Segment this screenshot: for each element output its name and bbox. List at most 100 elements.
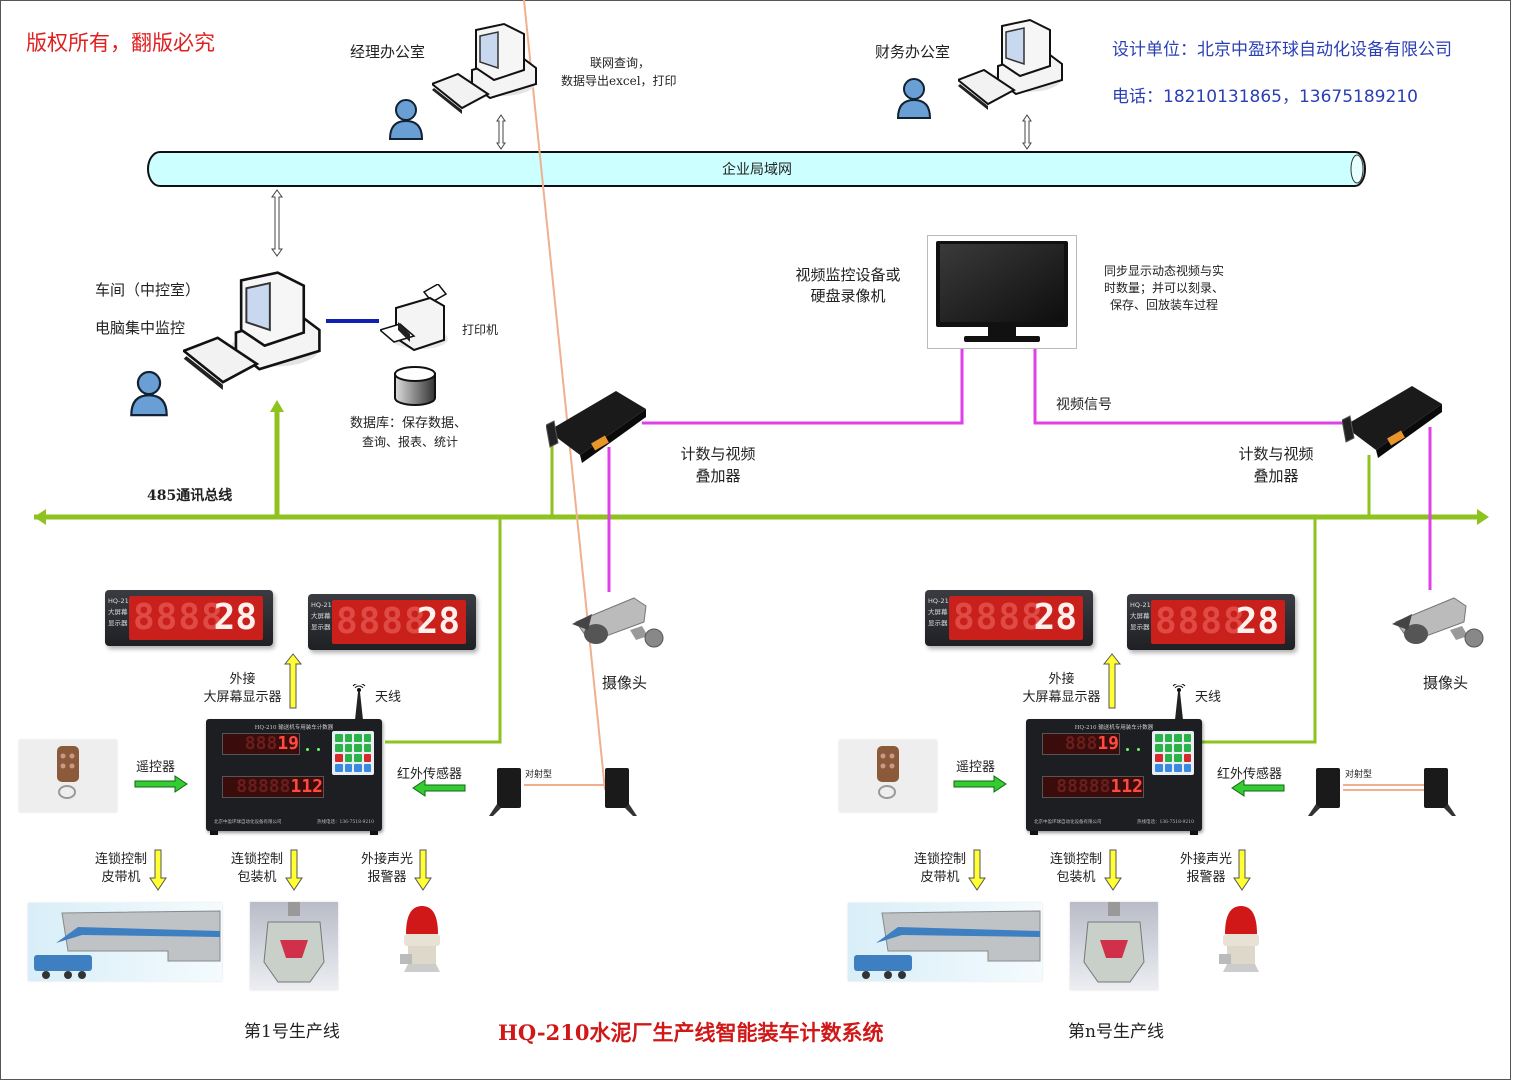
overlay-device-n-icon [1342, 386, 1442, 458]
antenna-n-icon [1172, 684, 1186, 720]
finance-computer-icon [958, 18, 1063, 110]
ext-display-n-label-2: 大屏幕显示器 [1022, 690, 1101, 705]
pack-1-label-2: 包装机 [237, 870, 277, 885]
belt-1-label-1: 连锁控制 [94, 852, 147, 867]
ir-sensor-n-label: 红外传感器 [1217, 767, 1283, 782]
production-line-n-label: 第n号生产线 [1068, 1022, 1164, 1042]
ir-receiver-n-icon [1424, 768, 1456, 816]
controller-total-count: 88888112 [222, 776, 324, 798]
ir-beams [523, 0, 1424, 791]
pack-n-label-2: 包装机 [1056, 870, 1096, 885]
video-note-1: 同步显示动态视频与实 [1104, 264, 1225, 278]
belt-1-label-2: 皮带机 [101, 870, 141, 885]
big-display-value: 28 [213, 597, 257, 638]
controller-small-count: 88819 [1042, 733, 1120, 755]
alarm-n-label-1: 外接声光 [1179, 852, 1232, 867]
overlay-1-label-2: 叠加器 [695, 467, 741, 485]
manager-user-icon [388, 99, 424, 140]
video-recorder [927, 235, 1077, 349]
remote-control-1 [19, 740, 117, 812]
alarm-light-n [1217, 902, 1265, 976]
video-signal-label: 视频信号 [1056, 397, 1112, 413]
pack-n-label-1: 连锁控制 [1049, 852, 1102, 867]
ir-sensor-1-label: 红外传感器 [397, 767, 463, 782]
video-note-2: 时数量；并可以刻录、 [1104, 281, 1225, 295]
counter-controller-n: HQ-210 输送机专用装车计数器 88819 88888112 北京中盈环球自… [1026, 719, 1202, 835]
packing-machine-n [1070, 902, 1158, 990]
control-room-label: 车间（中控室） [95, 281, 201, 299]
controller-total-count: 88888112 [1042, 776, 1144, 798]
belt-conveyor-icon [34, 910, 221, 979]
copyright-notice: 版权所有，翻版必究 [26, 31, 215, 55]
remote-control-n [839, 740, 937, 812]
video-note-3: 保存、回放装车过程 [1110, 298, 1219, 312]
design-unit: 设计单位：北京中盈环球自动化设备有限公司 [1112, 40, 1452, 60]
packing-machine-icon [1083, 902, 1145, 983]
controller-keypad [1152, 731, 1194, 775]
alarm-1-label-1: 外接声光 [360, 852, 413, 867]
ir-emitter-1-icon [489, 768, 521, 816]
video-lines [607, 349, 1432, 592]
overlay-n-label-2: 叠加器 [1253, 467, 1299, 485]
ir-emitter-n-icon [1308, 768, 1340, 816]
belt-n-label-2: 皮带机 [920, 870, 960, 885]
antenna-1-icon [352, 684, 366, 720]
big-display-value: 28 [1033, 597, 1077, 638]
packing-machine-icon [263, 902, 325, 983]
printer-label: 打印机 [462, 323, 499, 337]
overlay-device-1-icon [546, 391, 646, 463]
database-icon [394, 366, 436, 406]
ir-receiver-1-icon [605, 768, 637, 816]
production-line-1-label: 第1号生产线 [244, 1022, 340, 1042]
green-arrows [134, 775, 1285, 797]
camera-n-label: 摄像头 [1423, 674, 1469, 692]
ext-display-1-label-2: 大屏幕显示器 [203, 690, 282, 705]
ext-display-1-label-1: 外接 [229, 672, 256, 687]
controller-small-count: 88819 [222, 733, 300, 755]
belt-conveyor-1 [28, 903, 222, 981]
finance-user-icon [896, 78, 932, 119]
remote-1-label: 遥控器 [136, 760, 176, 775]
manager-office-label: 经理办公室 [350, 43, 426, 61]
rs485-bus-label: 485通讯总线 [147, 488, 233, 504]
monitor-icon [936, 241, 1068, 342]
ext-display-n-label-1: 外接 [1048, 672, 1075, 687]
bus-drops [385, 440, 1371, 744]
remote-n-label: 遥控器 [956, 760, 996, 775]
lan-link-arrows [271, 114, 1032, 257]
manager-note-2: 数据导出excel，打印 [561, 74, 677, 88]
alarm-1-label-2: 报警器 [367, 870, 407, 885]
database-label-2: 查询、报表、统计 [362, 435, 459, 449]
belt-conveyor-icon [854, 910, 1041, 979]
pack-1-label-1: 连锁控制 [230, 852, 283, 867]
counter-controller-1: HQ-210 输送机专用装车计数器 88819 88888112 北京中盈环球自… [206, 719, 382, 835]
recorder-label-2: 硬盘录像机 [810, 287, 886, 305]
contact-phone: 电话：18210131865，13675189210 [1112, 87, 1418, 107]
remote-icon [57, 746, 79, 799]
belt-conveyor-n [848, 903, 1042, 981]
packing-machine-1 [250, 902, 338, 990]
alarm-light-1 [398, 902, 446, 976]
database-label-1: 数据库：保存数据、 [350, 416, 468, 431]
camera-1-icon [572, 597, 664, 648]
printer-icon [380, 284, 448, 352]
alarm-light-icon [1219, 906, 1259, 972]
yellow-arrows [149, 653, 1251, 891]
controller-keypad [332, 731, 374, 775]
central-monitoring-label: 电脑集中监控 [95, 319, 186, 337]
belt-n-label-1: 连锁控制 [913, 852, 966, 867]
antenna-n-label: 天线 [1195, 690, 1222, 705]
camera-1-label: 摄像头 [602, 674, 648, 692]
system-title: HQ-210水泥厂生产线智能装车计数系统 [498, 1020, 884, 1045]
ir-type-1-label: 对射型 [525, 770, 553, 780]
lan-pipe [147, 151, 1366, 187]
lan-label: 企业局域网 [722, 162, 792, 178]
ir-type-n-label: 对射型 [1345, 770, 1373, 780]
overlay-n-label-1: 计数与视频 [1238, 445, 1314, 463]
recorder-label-1: 视频监控设备或 [795, 266, 901, 284]
